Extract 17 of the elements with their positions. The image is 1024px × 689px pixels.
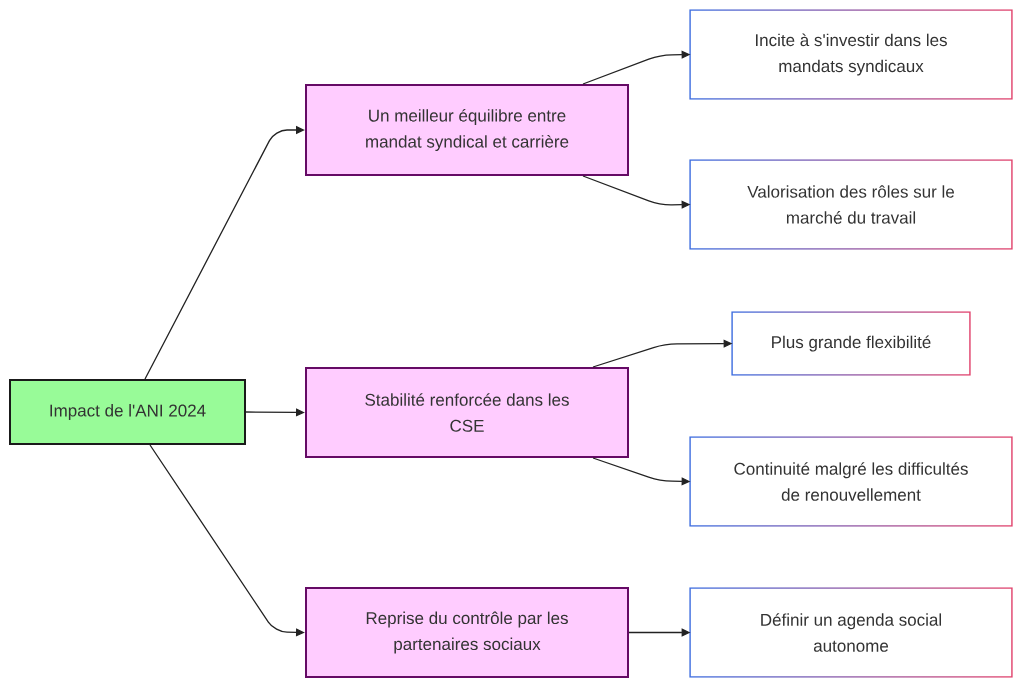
branch-box: Un meilleur équilibre entre mandat syndical et carrière (305, 84, 629, 176)
leaf-box: Incite à s'investir dans les mandats syndicaux (690, 10, 1012, 99)
leaf-box: Continuité malgré les difficultés de renouvellement (690, 437, 1012, 526)
branch-box: Stabilité renforcée dans les CSE (305, 367, 629, 458)
node-label: Plus grande flexibilité (772, 335, 931, 352)
leaf-box: Définir un agenda social autonome (690, 588, 1012, 677)
branch-box: Reprise du contrôle par les partenaires sociaux (305, 587, 629, 678)
node-label: Incite à s'investir dans les mandats syndicaux (755, 33, 947, 76)
arrow (144, 125, 305, 380)
arrow (149, 444, 305, 637)
arrow (245, 408, 305, 417)
node-label: Définir un agenda social autonome (761, 613, 942, 652)
leaf-box: Valorisation des rôles sur le marché du travail (690, 160, 1012, 249)
root-box: Impact de l'ANI 2024 (9, 379, 246, 445)
node-label: Valorisation des rôles sur le marché du travail (747, 185, 954, 224)
leaf-box: Plus grande flexibilité (732, 312, 970, 375)
node-label: Continuité malgré les difficultés de renouvellement (734, 462, 968, 501)
